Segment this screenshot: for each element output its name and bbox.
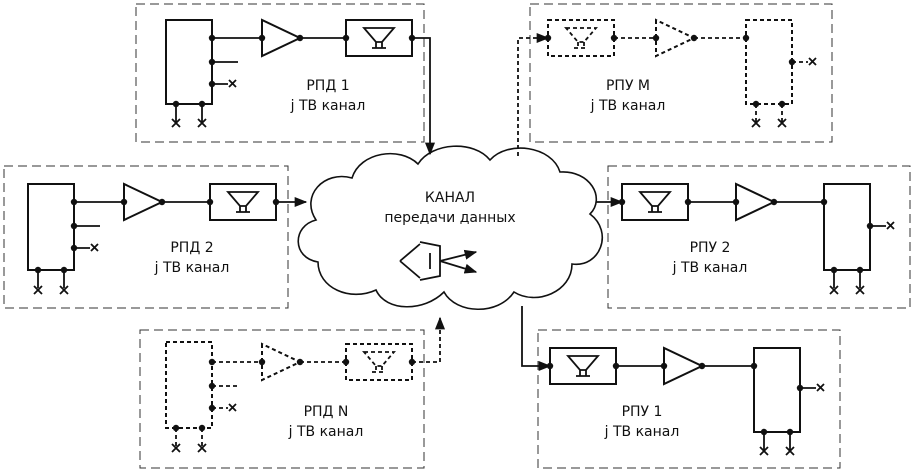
rpu1-filter <box>549 347 617 385</box>
rpdN-frame <box>139 329 425 469</box>
rpd1-frame <box>135 3 425 143</box>
rpd2-source-block <box>27 183 75 271</box>
rpuM-frame <box>529 3 833 143</box>
transmitter-rpd1: РПД 1 j ТВ канал <box>135 3 436 156</box>
rpuM-name: РПУ M <box>606 78 650 94</box>
transmitter-rpdN: РПД N j ТВ канал <box>139 316 446 469</box>
transmitter-rpd2: РПД 2 j ТВ канал <box>3 165 308 309</box>
rpd2-frame <box>3 165 289 309</box>
receiver-rpu2: РПУ 2 j ТВ канал <box>596 165 911 309</box>
rpdN-sub: j ТВ канал <box>288 424 364 440</box>
rpu2-name: РПУ 2 <box>690 240 731 256</box>
rpd2-amplifier <box>123 182 165 222</box>
rpu2-amplifier <box>735 182 777 222</box>
channel-title: КАНАЛ <box>425 190 475 206</box>
rpu2-filter <box>621 183 689 221</box>
rpuM-filter <box>547 19 615 57</box>
rpd2-filter <box>209 183 277 221</box>
rpu1-sub: j ТВ канал <box>604 424 680 440</box>
broadcast-icon <box>399 241 478 281</box>
rpdN-name: РПД N <box>304 404 349 420</box>
receiver-rpu1: РПУ 1 j ТВ канал <box>521 306 841 469</box>
rpd1-amplifier <box>261 18 303 58</box>
rpd1-source-block <box>165 19 213 105</box>
rpdN-filter <box>345 343 413 381</box>
rpu2-frame <box>607 165 911 309</box>
rpdN-amplifier <box>261 342 303 382</box>
rpu1-frame <box>537 329 841 469</box>
data-channel-cloud: КАНАЛ передачи данных <box>297 145 603 311</box>
rpuM-sink-block <box>745 19 793 105</box>
rpu2-sub: j ТВ канал <box>672 260 748 276</box>
channel-subtitle: передачи данных <box>384 210 515 226</box>
receiver-rpuM: РПУ M j ТВ канал <box>517 3 833 156</box>
rpu1-sink-block <box>753 347 801 433</box>
rpu1-amplifier <box>663 346 705 386</box>
rpd2-sub: j ТВ канал <box>154 260 230 276</box>
rpuM-sub: j ТВ канал <box>590 98 666 114</box>
rpd1-filter <box>345 19 413 57</box>
rpd2-name: РПД 2 <box>170 240 213 256</box>
rpu2-sink-block <box>823 183 871 271</box>
rpu1-name: РПУ 1 <box>622 404 663 420</box>
rpd1-sub: j ТВ канал <box>290 98 366 114</box>
rpd1-name: РПД 1 <box>306 78 349 94</box>
cloud-shape <box>297 145 603 311</box>
rpdN-source-block <box>165 341 213 429</box>
rpuM-amplifier <box>655 18 697 58</box>
